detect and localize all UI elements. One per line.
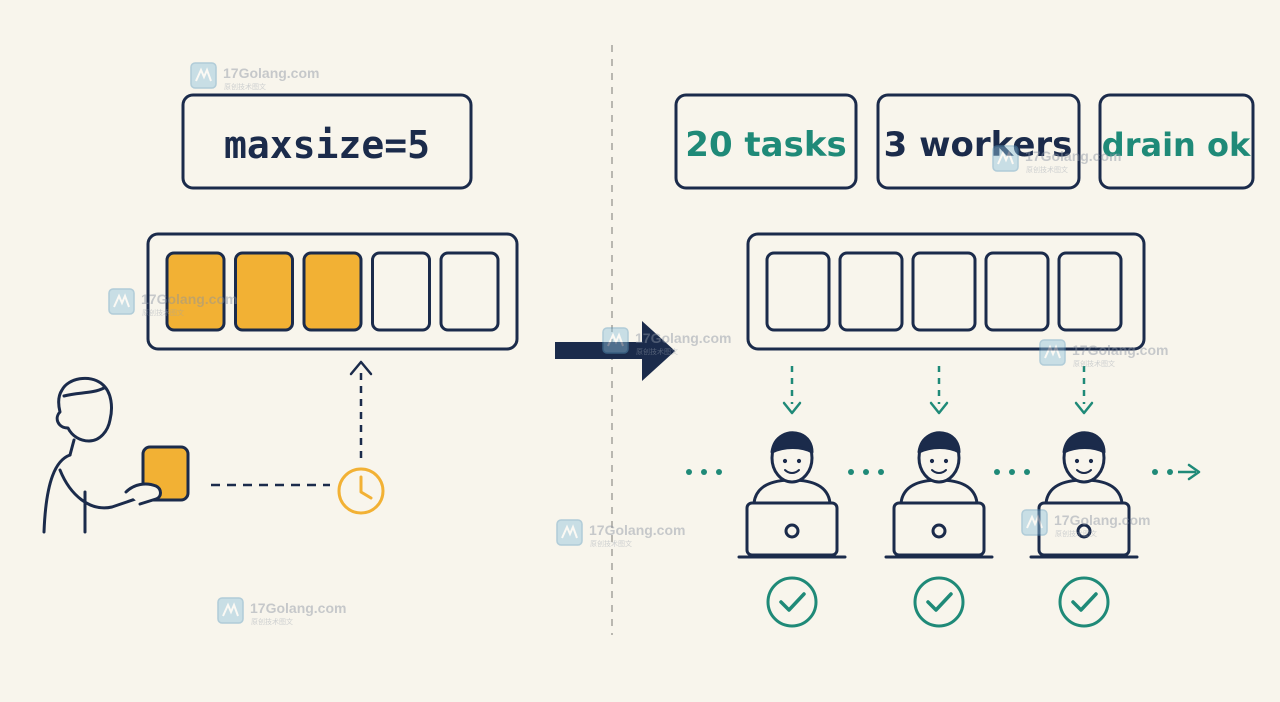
right-queue-frame — [746, 232, 1146, 351]
dequeue-arrow-head — [782, 401, 802, 415]
watermark-subtext: 原创技术图文 — [590, 539, 632, 548]
watermark-text: 17Golang.com — [141, 291, 237, 307]
laptop-icon — [745, 501, 839, 557]
watermark-subtext: 原创技术图文 — [251, 617, 293, 626]
producer-person-icon — [42, 376, 152, 534]
laptop-logo — [1076, 523, 1092, 539]
dequeue-arrow-head — [929, 401, 949, 415]
queue-slot-filled — [302, 251, 363, 332]
laptop-icon — [1037, 501, 1131, 557]
right-arrow-icon — [555, 321, 675, 381]
queue-slot-empty — [911, 251, 977, 332]
person-at-laptop-icon — [899, 431, 979, 505]
watermark-layer: 17Golang.com原创技术图文17Golang.com原创技术图文17Go… — [108, 62, 1168, 626]
queue-slot-empty — [765, 251, 831, 332]
queue-slot-filled — [234, 251, 294, 332]
laptop-logo — [931, 523, 947, 539]
laptop-icon — [892, 501, 986, 557]
queue-slot-empty — [984, 251, 1050, 332]
watermark-text: 17Golang.com — [589, 522, 685, 538]
workers-box — [876, 93, 1081, 190]
left-panel: maxsize=5 — [42, 93, 519, 534]
watermark-logo-icon — [602, 327, 629, 354]
watermark-subtext: 原创技术图文 — [1055, 529, 1097, 538]
watermark-logo-icon — [108, 288, 135, 315]
queue-slot-empty — [439, 251, 500, 332]
watermark-subtext: 原创技术图文 — [224, 82, 266, 91]
watermark-subtext: 原创技术图文 — [142, 308, 184, 317]
queue-slot-empty — [1057, 251, 1123, 332]
watermark-logo-icon — [217, 597, 244, 624]
checkmark-circle-icon — [766, 576, 818, 628]
watermark-subtext: 原创技术图文 — [636, 347, 678, 356]
watermark-text: 17Golang.com — [250, 600, 346, 616]
checkmark-circle-icon — [913, 576, 965, 628]
person-at-laptop-icon — [752, 431, 832, 505]
queue-slot-empty — [838, 251, 904, 332]
worker — [737, 366, 847, 628]
watermark-logo-icon — [556, 519, 583, 546]
queue-slot-empty — [371, 251, 431, 332]
timeout-arrow-head — [349, 360, 373, 376]
watermark-text: 17Golang.com — [1054, 512, 1150, 528]
watermark-logo-icon — [1021, 509, 1048, 536]
flow-arrow-head — [1187, 463, 1201, 481]
clock-icon — [337, 467, 385, 515]
queue-slot-filled — [165, 251, 226, 332]
worker-flow-dots — [686, 469, 1173, 475]
watermark-text: 17Golang.com — [223, 65, 319, 81]
producer-hand — [124, 482, 162, 506]
left-queue-slots — [165, 251, 500, 332]
left-queue-frame — [146, 232, 519, 351]
worker-group — [737, 366, 1139, 628]
watermark-text: 17Golang.com — [635, 330, 731, 346]
watermark-subtext: 原创技术图文 — [1026, 165, 1068, 174]
workers-label: 3 workers — [884, 125, 1073, 165]
watermark-text: 17Golang.com — [1072, 342, 1168, 358]
watermark-text: 17Golang.com — [1025, 148, 1121, 164]
drain-box — [1098, 93, 1255, 190]
right-queue-slots — [765, 251, 1123, 332]
maxsize-label: maxsize=5 — [224, 123, 430, 167]
person-at-laptop-icon — [1044, 431, 1124, 505]
checkmark-circle-icon — [1058, 576, 1110, 628]
right-panel: 20 tasks 3 workers drain ok — [674, 93, 1255, 628]
laptop-logo — [784, 523, 800, 539]
tasks-label: 20 tasks — [685, 125, 846, 165]
dequeue-arrow-head — [1074, 401, 1094, 415]
watermark-logo-icon — [190, 62, 217, 89]
drain-label: drain ok — [1102, 126, 1251, 164]
maxsize-box — [181, 93, 473, 190]
watermark-logo-icon — [992, 145, 1019, 172]
tasks-box — [674, 93, 858, 190]
watermark-logo-icon — [1039, 339, 1066, 366]
watermark-subtext: 原创技术图文 — [1073, 359, 1115, 368]
worker — [1029, 366, 1139, 628]
worker — [884, 366, 994, 628]
